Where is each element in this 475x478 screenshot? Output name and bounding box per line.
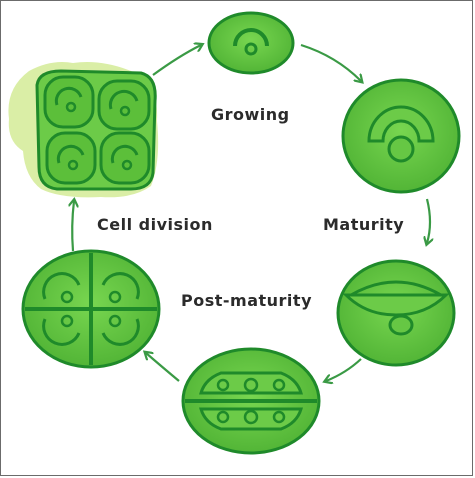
arrow-maturity-down bbox=[427, 199, 430, 243]
label-growing: Growing bbox=[211, 105, 290, 124]
label-post-maturity: Post-maturity bbox=[181, 291, 312, 310]
cell-maturity bbox=[343, 80, 459, 192]
cell-four-part bbox=[23, 251, 159, 367]
arrow-division-to-growing bbox=[153, 45, 201, 75]
cell-growing bbox=[209, 13, 293, 73]
label-maturity: Maturity bbox=[323, 215, 404, 234]
label-cell-division: Cell division bbox=[97, 215, 213, 234]
cell-post-maturity bbox=[338, 261, 454, 365]
arrow-growing-to-maturity bbox=[301, 45, 361, 81]
arrow-to-post-maturity bbox=[326, 359, 361, 381]
cell-dividing bbox=[183, 349, 319, 453]
arrow-division-up bbox=[72, 201, 74, 251]
cell-division-cluster bbox=[8, 62, 158, 197]
arrow-post-to-division bbox=[146, 353, 179, 381]
